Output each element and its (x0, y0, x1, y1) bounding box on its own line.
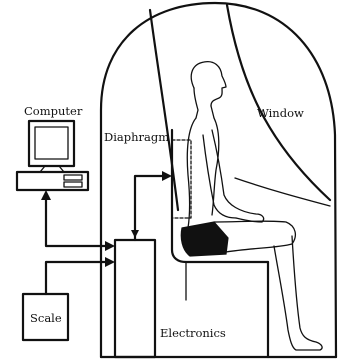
label-window: Window (257, 106, 304, 120)
link-electronics-diaphragm (135, 176, 166, 240)
person-neck (194, 88, 198, 118)
computer-drive-2 (64, 182, 82, 187)
person-arm-inner (203, 135, 236, 218)
person-arm (212, 130, 264, 222)
label-computer: Computer (24, 104, 83, 118)
label-scale: Scale (30, 311, 62, 325)
computer-screen (35, 127, 68, 159)
label-electronics: Electronics (160, 326, 226, 340)
person-head (191, 62, 226, 106)
arrowhead-into-electronics (131, 230, 139, 238)
person-front-neck (211, 106, 214, 118)
seated-person (181, 62, 322, 350)
window-bottom-edge (235, 178, 330, 206)
person-lower-leg (274, 236, 322, 350)
chamber-outline (101, 3, 336, 357)
chamber (101, 3, 336, 357)
arrowhead-to-electronics (105, 241, 115, 251)
computer (17, 121, 88, 190)
electronics-box (115, 240, 155, 357)
computer-drive-1 (64, 175, 82, 180)
arrowhead-to-diaphragm (162, 171, 172, 181)
label-diaphragm: Diaphragm (104, 130, 169, 144)
arrowhead-scale-to-electronics (105, 257, 115, 267)
arrowhead-to-computer (41, 190, 51, 200)
window-right-edge (227, 5, 330, 200)
person-shorts (181, 222, 228, 256)
